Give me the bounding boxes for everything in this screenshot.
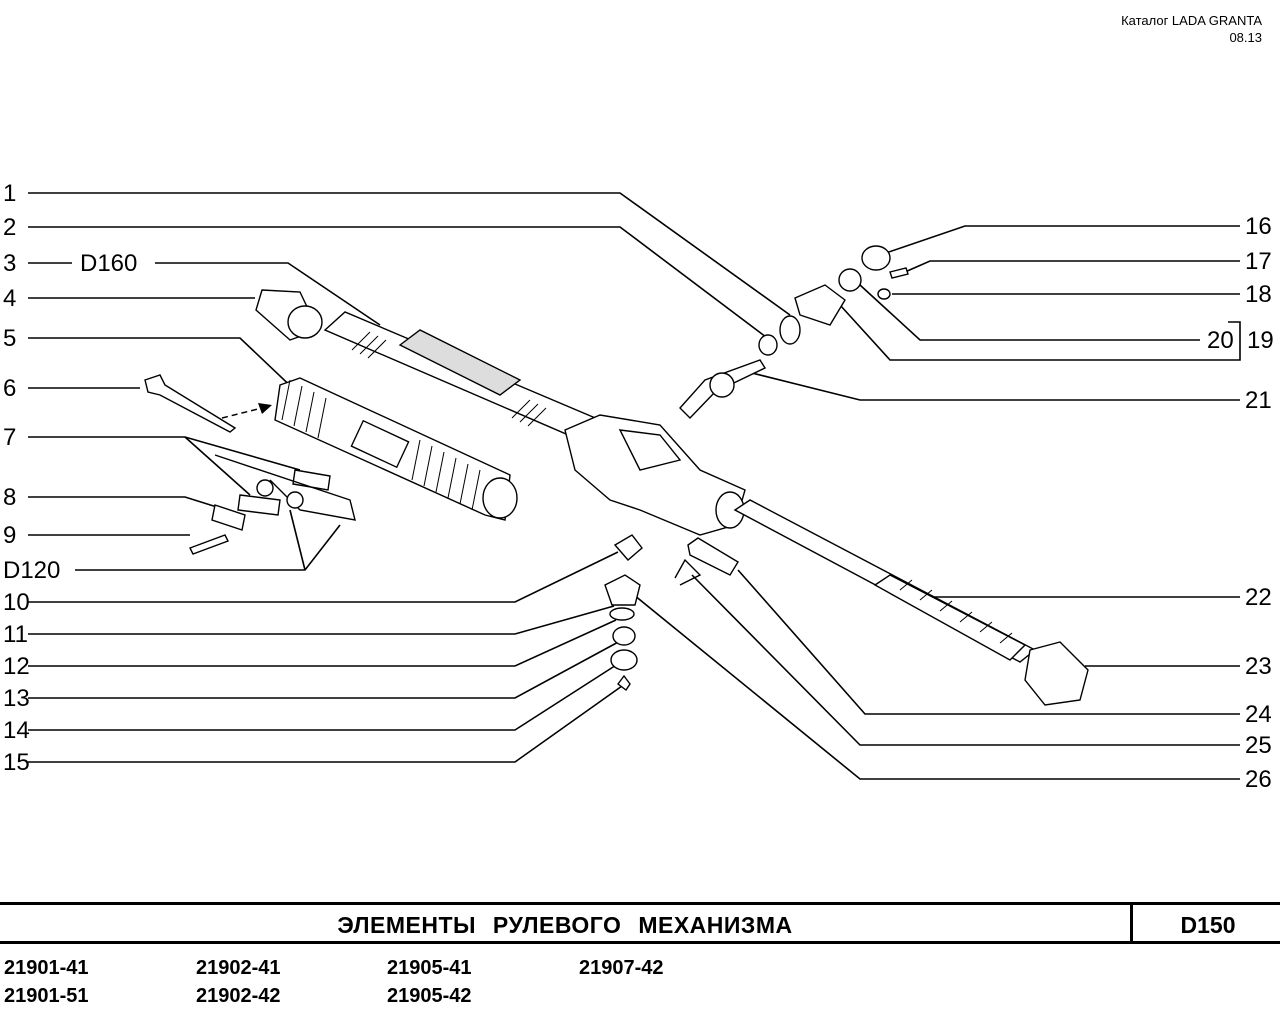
rack-tooth-lines bbox=[899, 579, 1013, 644]
callout-label: 14 bbox=[3, 717, 30, 744]
leader-26 bbox=[633, 594, 1240, 780]
labels-right: 16 17 18 20 19 21 22 23 24 25 26 bbox=[1207, 213, 1274, 793]
callout-label: 1 bbox=[3, 180, 16, 207]
leader-25 bbox=[691, 574, 1240, 746]
leader-24 bbox=[737, 569, 1240, 715]
callout-label: 9 bbox=[3, 522, 16, 549]
callout-label: 15 bbox=[3, 749, 30, 776]
thrust-yoke-10 bbox=[613, 534, 643, 561]
bearing-20 bbox=[838, 268, 862, 292]
model-code: 21901-51 bbox=[4, 985, 89, 1007]
title-bar: ЭЛЕМЕНТЫ РУЛЕВОГО МЕХАНИЗМА D150 bbox=[0, 902, 1280, 944]
callout-label: 19 bbox=[1247, 327, 1274, 354]
spring-13 bbox=[612, 626, 636, 646]
housing-ribs bbox=[351, 331, 547, 427]
catalog-header: Каталог LADA GRANTA 08.13 bbox=[1121, 12, 1262, 46]
callout-label: 11 bbox=[3, 621, 28, 648]
leader-d120b bbox=[289, 509, 306, 571]
seal-ring-1 bbox=[779, 315, 801, 345]
callout-label: 21 bbox=[1245, 387, 1272, 414]
gear-housing-detail bbox=[618, 429, 682, 471]
labels-left: 1 2 3 D160 4 5 6 7 8 9 D120 10 11 12 13 … bbox=[3, 180, 137, 776]
callout-label: 16 bbox=[1245, 213, 1272, 240]
callout-label: 10 bbox=[3, 589, 30, 616]
bearing-2 bbox=[758, 334, 778, 356]
callout-label: 12 bbox=[3, 653, 30, 680]
mount-plate-8 bbox=[211, 504, 246, 531]
callout-label: 23 bbox=[1245, 653, 1272, 680]
callout-label: 25 bbox=[1245, 732, 1272, 759]
diagram-code: D150 bbox=[1180, 912, 1236, 938]
callout-label: 4 bbox=[3, 285, 16, 312]
leader-14 bbox=[28, 659, 625, 731]
bellows-folds bbox=[281, 379, 481, 511]
leader-8 bbox=[28, 496, 221, 509]
spring-clip-25 bbox=[674, 558, 702, 586]
pinion-shaft-21 bbox=[679, 359, 767, 419]
end-cap-23 bbox=[1024, 641, 1089, 706]
nut-14 bbox=[610, 649, 638, 671]
callout-label: 5 bbox=[3, 325, 16, 352]
leader-12 bbox=[28, 619, 617, 667]
model-code: 21902-41 bbox=[196, 957, 281, 979]
callout-label: 7 bbox=[3, 424, 16, 451]
bracket bbox=[214, 454, 356, 521]
flange-19 bbox=[794, 284, 846, 326]
leader-16 bbox=[879, 225, 1240, 256]
model-code: 21902-42 bbox=[196, 985, 281, 1007]
callout-label: 17 bbox=[1245, 248, 1272, 275]
leader-17 bbox=[904, 260, 1240, 273]
bolt-9 bbox=[189, 534, 229, 555]
mount-plate-7 bbox=[292, 469, 331, 491]
plug-15 bbox=[617, 674, 631, 692]
support-bracket-24 bbox=[687, 537, 739, 576]
model-code: 21905-41 bbox=[387, 957, 472, 979]
steering-mechanism-diagram: 1 2 3 D160 4 5 6 7 8 9 D120 10 11 12 13 … bbox=[3, 180, 1274, 793]
leader-7 bbox=[28, 436, 301, 471]
leader-11 bbox=[28, 605, 615, 635]
callout-label: 6 bbox=[3, 375, 16, 402]
model-code: 21901-41 bbox=[4, 957, 89, 979]
thrust-piece-11 bbox=[604, 574, 641, 606]
bolt-17 bbox=[889, 267, 909, 279]
callout-label: 26 bbox=[1245, 766, 1272, 793]
rack-teeth bbox=[873, 574, 1027, 661]
leader-21 bbox=[747, 371, 1240, 401]
callout-label: 13 bbox=[3, 685, 30, 712]
mount-plate-7b bbox=[237, 494, 281, 516]
leader-5 bbox=[28, 337, 301, 396]
catalog-name: Каталог LADA GRANTA bbox=[1121, 13, 1262, 28]
housing-tube-window bbox=[398, 329, 522, 396]
callout-label: 8 bbox=[3, 484, 16, 511]
callout-label: 20 bbox=[1207, 327, 1234, 354]
washer-18 bbox=[877, 288, 891, 300]
assembly-arrow bbox=[221, 403, 272, 419]
callout-label: D160 bbox=[80, 250, 137, 277]
cap-16 bbox=[861, 245, 891, 271]
leader-19 bbox=[839, 304, 1241, 361]
leader-10 bbox=[28, 551, 619, 603]
leader-7b bbox=[184, 436, 251, 496]
callout-label: 18 bbox=[1245, 281, 1272, 308]
callout-label: D120 bbox=[3, 557, 60, 584]
catalog-date: 08.13 bbox=[1229, 30, 1262, 45]
leader-20 bbox=[859, 284, 1200, 341]
callout-label: 22 bbox=[1245, 584, 1272, 611]
model-code: 21907-42 bbox=[579, 957, 664, 979]
cable-tie-6 bbox=[144, 374, 237, 433]
callout-label: 3 bbox=[3, 250, 16, 277]
callout-label: 2 bbox=[3, 214, 16, 241]
o-ring-12 bbox=[609, 607, 635, 621]
leader-1 bbox=[28, 192, 791, 316]
leader-d160 bbox=[155, 262, 381, 326]
leader-15 bbox=[28, 685, 623, 763]
bellows-plate bbox=[350, 419, 410, 469]
model-code: 21905-42 bbox=[387, 985, 472, 1007]
leader-13 bbox=[28, 639, 623, 699]
parts bbox=[144, 245, 1089, 706]
diagram-title: ЭЛЕМЕНТЫ РУЛЕВОГО МЕХАНИЗМА bbox=[0, 905, 1133, 941]
leader-2 bbox=[28, 226, 771, 341]
callout-label: 24 bbox=[1245, 701, 1272, 728]
